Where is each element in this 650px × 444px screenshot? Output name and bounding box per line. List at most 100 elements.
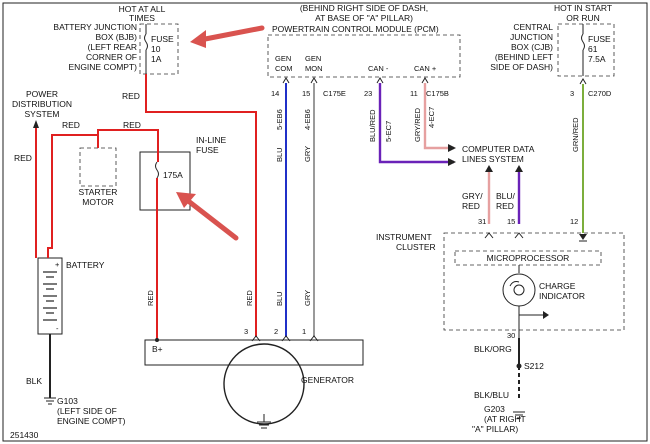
bjb-header-2: TIMES	[129, 13, 155, 23]
starter-wire-color-1: RED	[62, 120, 80, 130]
g203-location-2: "A" PILLAR)	[472, 424, 518, 434]
wire-bjb-to-generator	[145, 74, 257, 337]
g203-location-1: (AT RIGHT	[484, 414, 526, 424]
battery-label: BATTERY	[66, 260, 105, 270]
battery-plus: +	[55, 260, 60, 269]
can-plus-circuit: 4-EC7	[427, 107, 436, 128]
cluster-pin-12: 12	[570, 217, 578, 226]
bjb-label-2: BOX (BJB)	[95, 32, 137, 42]
bjb-fuse-label-1: FUSE	[151, 34, 174, 44]
pds-label-2: DISTRIBUTION	[12, 99, 72, 109]
battery-wire-color: BLK	[26, 376, 42, 386]
gen-mon-wire-color: GRY	[303, 146, 312, 162]
gen-com-circuit: 5-EB6	[275, 109, 284, 130]
b-plus-terminal	[155, 338, 159, 342]
generator-connector-block	[144, 339, 364, 366]
can-plus-arrow	[448, 144, 456, 152]
charge-indicator-label-1: CHARGE	[539, 281, 576, 291]
bjb-wire-color: RED	[122, 91, 140, 101]
cluster-31-arrow	[485, 165, 493, 172]
inline-fuse-rating: 175A	[163, 170, 183, 180]
starter-wire-color-2: RED	[123, 120, 141, 130]
cluster-12-diode	[579, 234, 587, 240]
bjb-fuse-symbol	[144, 24, 148, 74]
data-lines-label-1: COMPUTER DATA	[462, 144, 535, 154]
diagram-id: 251430	[10, 430, 39, 440]
gen-gry-wire-color: GRY	[303, 290, 312, 306]
pcm-header-2: AT BASE OF "A" PILLAR)	[315, 13, 413, 23]
generator-pin-1: 1	[302, 327, 306, 336]
generator-symbol	[223, 343, 305, 425]
s212-label: S212	[524, 361, 544, 371]
s212-splice-dot	[516, 363, 522, 369]
cluster-wire-31-color-2: RED	[462, 201, 480, 211]
pcm-pin-gen-mon-1: GEN	[305, 54, 321, 63]
inline-fuse-symbol	[155, 161, 159, 179]
generator-b-plus: B+	[152, 344, 163, 354]
starter-label-1: STARTER	[79, 187, 118, 197]
pcm-pin-gen-com-2: COM	[275, 64, 293, 73]
pcm-pin-can-minus: CAN -	[368, 64, 389, 73]
pds-arrow	[33, 120, 39, 128]
starter-motor-box	[79, 147, 117, 187]
inline-fuse-wire-color: RED	[146, 290, 155, 306]
cjb-label-3: BOX (CJB)	[511, 42, 553, 52]
inline-fuse-label-1: IN-LINE	[196, 135, 227, 145]
cluster-label-2: CLUSTER	[396, 242, 436, 252]
inline-fuse-box	[139, 151, 191, 211]
gen-red-wire-color: RED	[245, 290, 254, 306]
cluster-wire-31-color-1: GRY/	[462, 191, 483, 201]
wire-battery-to-starter	[47, 134, 99, 258]
cjb-fuse-label-1: FUSE	[588, 34, 611, 44]
cjb-pin-3: 3	[570, 89, 574, 98]
microprocessor-label: MICROPROCESSOR	[487, 253, 570, 263]
can-plus-wire-color: GRY/RED	[413, 107, 422, 142]
pcm-pin-gen-com-1: GEN	[275, 54, 291, 63]
wire-can-plus	[423, 83, 454, 150]
wire-can-minus	[378, 83, 454, 164]
wire-starter-to-inline-fuse	[97, 129, 159, 162]
bjb-fuse-label-3: 1A	[151, 54, 162, 64]
battery-cells	[43, 271, 57, 321]
pcm-title: POWERTRAIN CONTROL MODULE (PCM)	[272, 24, 439, 34]
pcm-header-1: (BEHIND RIGHT SIDE OF DASH,	[300, 3, 428, 13]
cjb-connector-c270d: C270D	[588, 89, 612, 98]
g103-ground-symbol	[44, 397, 56, 405]
bjb-label-1: BATTERY JUNCTION	[53, 22, 137, 32]
gen-blu-wire-color: BLU	[275, 291, 284, 306]
can-minus-wire-color: BLU/RED	[368, 109, 377, 142]
g103-label: G103	[57, 396, 78, 406]
g203-label: G203	[484, 404, 505, 414]
pcm-pin-gen-mon-2: MON	[305, 64, 323, 73]
generator-pin-3: 3	[244, 327, 248, 336]
cluster-pin-31: 31	[478, 217, 486, 226]
can-minus-arrow	[448, 158, 456, 166]
bjb-fuse-label-2: 10	[151, 44, 161, 54]
gen-com-wire-color: BLU	[275, 147, 284, 162]
pds-label-3: SYSTEM	[25, 109, 60, 119]
starter-label-2: MOTOR	[82, 197, 113, 207]
cluster-pin-30: 30	[507, 331, 515, 340]
cluster-wire-15-color-1: BLU/	[496, 191, 516, 201]
inline-fuse-label-2: FUSE	[196, 145, 219, 155]
microprocessor-box	[454, 250, 602, 266]
pcm-box	[267, 34, 461, 78]
charge-indicator-label-2: INDICATOR	[539, 291, 585, 301]
cjb-box	[557, 23, 615, 77]
pds-wire-color: RED	[14, 153, 32, 163]
cjb-connector-arrow	[579, 78, 587, 85]
pcm-pin-can-plus: CAN +	[414, 64, 437, 73]
bjb-header-1: HOT AT ALL	[119, 4, 166, 14]
charge-indicator-symbol	[502, 265, 549, 338]
generator-label: GENERATOR	[301, 375, 354, 385]
pcm-pin-15: 15	[302, 89, 310, 98]
cluster-15-arrow	[515, 165, 523, 172]
pcm-pin-23: 23	[364, 89, 372, 98]
instrument-cluster-box	[443, 232, 625, 331]
pcm-connector-c175e: C175E	[323, 89, 346, 98]
cluster-pin-arrows	[484, 232, 524, 239]
cjb-label-4: (BEHIND LEFT	[495, 52, 553, 62]
pcm-pin-11: 11	[410, 89, 418, 98]
